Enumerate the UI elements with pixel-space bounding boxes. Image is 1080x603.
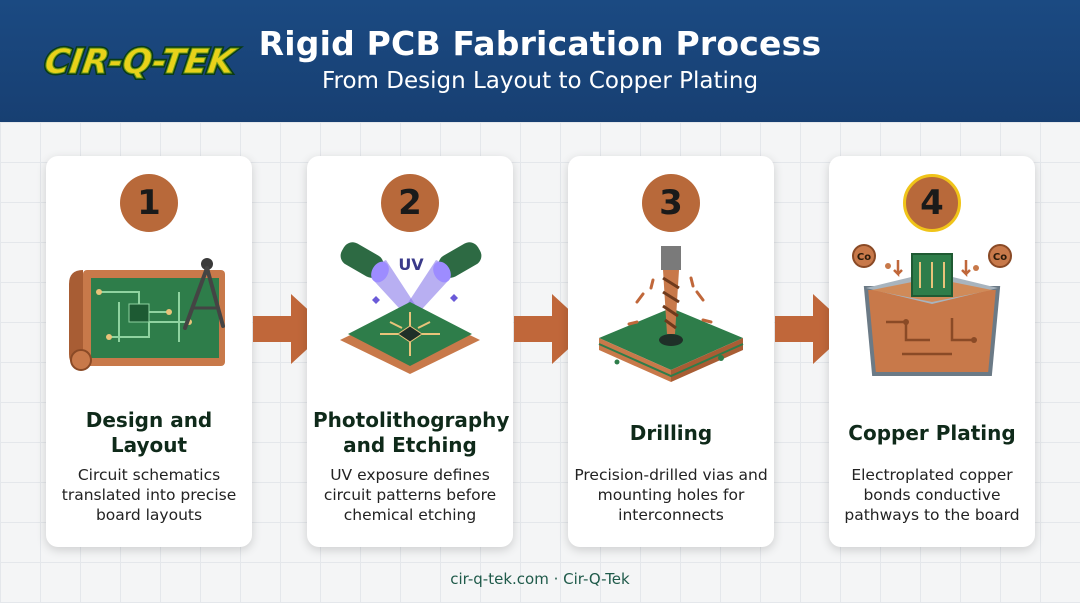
step-card-4: 4 Co Co Copper Plating Electroplated cop… — [829, 156, 1035, 547]
step-title: Copper Plating — [848, 421, 1016, 445]
step-number-badge: 3 — [642, 174, 700, 232]
step-card-1: 1 Design and Layout Circuit schematics t… — [46, 156, 252, 547]
step-number-badge: 4 — [903, 174, 961, 232]
step-title: Drilling — [629, 421, 713, 445]
drill-icon — [598, 246, 744, 382]
uv-exposure-icon: UV — [340, 242, 482, 374]
step-description: Circuit schematics translated into preci… — [61, 466, 237, 524]
svg-text:CIR-Q-TEK: CIR-Q-TEK — [42, 42, 239, 82]
step-description: Electroplated copper bonds conductive pa… — [844, 466, 1020, 524]
step-title: Design and Layout — [85, 408, 213, 457]
step-title: Photolithography and Etching — [313, 408, 510, 457]
uv-label: UV — [398, 255, 424, 274]
step-card-2: 2 UV Photolithography and Etching UV exp… — [307, 156, 513, 547]
footer-text: cir-q-tek.com · Cir-Q-Tek — [450, 570, 630, 588]
step-description: Precision-drilled vias and mounting hole… — [574, 466, 768, 524]
copper-ion-label: Co — [993, 252, 1007, 263]
svg-text:CIR-Q-TEK: CIR-Q-TEK — [42, 42, 239, 82]
page-subtitle: From Design Layout to Copper Plating — [321, 68, 759, 94]
page-title: Rigid PCB Fabrication Process — [258, 24, 822, 63]
step-number-badge: 2 — [381, 174, 439, 232]
copper-ion-label: Co — [857, 252, 871, 263]
step-number-badge: 1 — [120, 174, 178, 232]
step-card-3: 3 Drilling Precision-drilled vias and mo… — [568, 156, 774, 547]
plating-bath-icon: Co Co — [852, 244, 1012, 376]
cir-q-tek-logo: CIR-Q-TEK CIR-Q-TEK — [40, 40, 241, 84]
header-banner: CIR-Q-TEK CIR-Q-TEK Rigid PCB Fabricatio… — [0, 0, 1080, 122]
blueprint-icon — [69, 258, 225, 371]
step-description: UV exposure defines circuit patterns bef… — [323, 466, 497, 524]
